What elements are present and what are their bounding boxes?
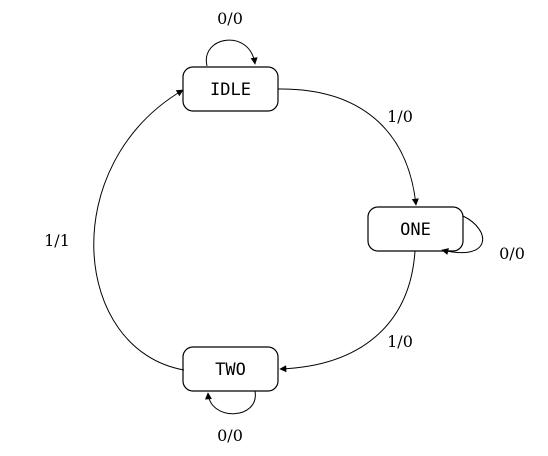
state-idle-label: IDLE: [210, 80, 251, 100]
transition-idle-to-one: [277, 88, 419, 206]
transition-one-to-two: [279, 250, 416, 373]
transition-one-self: [441, 215, 484, 255]
transition-two-to-idle-label: 1/1: [44, 231, 70, 250]
transition-two-to-idle: [93, 89, 185, 371]
transition-one-to-two-label: 1/0: [387, 332, 413, 351]
state-two: TWO: [182, 346, 279, 392]
transition-idle-self: [205, 39, 258, 67]
state-one: ONE: [367, 206, 464, 252]
state-idle: IDLE: [182, 66, 279, 112]
state-one-label: ONE: [400, 220, 431, 240]
state-two-label: TWO: [215, 360, 246, 380]
transition-two-self-label: 0/0: [217, 426, 243, 445]
transition-idle-to-one-label: 1/0: [387, 107, 413, 126]
transition-two-self: [204, 390, 256, 415]
transition-idle-self-label: 0/0: [217, 9, 243, 28]
transition-one-self-label: 0/0: [499, 244, 525, 263]
